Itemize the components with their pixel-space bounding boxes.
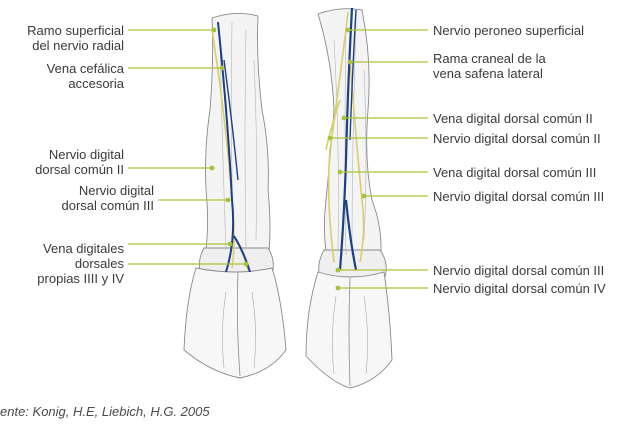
label-vein-III-line1: Vena digital dorsal común III xyxy=(433,165,597,180)
right-hoof-inner-right xyxy=(363,295,368,375)
label-nerve-II: Nervio digital dorsal común II xyxy=(433,131,601,146)
label-cephalic-vein: Vena cefálica accesoria xyxy=(47,61,124,91)
label-nerve-III-b: Nervio digital dorsal común III xyxy=(433,263,604,278)
right-hoof-inner-left xyxy=(332,295,337,375)
label-saphenous-branch-line1: Rama craneal de la xyxy=(433,51,546,66)
label-peroneal-nerve-line1: Nervio peroneo superficial xyxy=(433,23,585,38)
label-digital-veins-line3: propias IIII y IV xyxy=(37,271,124,286)
right-limb-illustration xyxy=(305,7,393,389)
label-nerve-III-line1: Nervio digital dorsal común III xyxy=(433,189,605,204)
left-vein-accessory xyxy=(223,59,239,181)
source-caption: ente: Konig, H.E, Liebich, H.G. 2005 xyxy=(0,404,210,419)
label-cephalic-vein-line2: accesoria xyxy=(68,76,124,91)
right-vein-secondary xyxy=(349,9,357,141)
right-hoof-cleft xyxy=(348,277,351,387)
label-digital-nerve-II-line1: Nervio digital xyxy=(48,147,124,162)
right-vein xyxy=(338,7,358,271)
label-digital-veins: Vena digitales dorsales propias IIII y I… xyxy=(37,241,124,286)
label-digital-veins-line1: Vena digitales xyxy=(43,241,124,256)
label-saphenous-branch-line2: vena safena lateral xyxy=(433,66,543,81)
label-digital-nerve-II-line2: dorsal común II xyxy=(35,162,124,177)
right-leader-dots xyxy=(327,27,367,291)
label-radial-nerve-line1: Ramo superficial xyxy=(27,23,124,38)
label-digital-nerve-III-line1: Nervio digital xyxy=(78,183,154,198)
label-saphenous-branch: Rama craneal de la vena safena lateral xyxy=(433,51,546,81)
label-vein-III: Vena digital dorsal común III xyxy=(433,165,596,180)
left-tendon-lines xyxy=(219,21,257,256)
label-cephalic-vein-line1: Vena cefálica xyxy=(46,61,124,76)
label-nerve-II-line1: Nervio digital dorsal común II xyxy=(433,131,601,146)
left-leader-dots xyxy=(209,27,249,267)
left-limb-shaft xyxy=(203,13,271,263)
label-digital-nerve-III: Nervio digital dorsal común III xyxy=(62,183,155,213)
label-nerve-III-b-line1: Nervio digital dorsal común III xyxy=(433,263,605,278)
label-vein-II-line1: Vena digital dorsal común II xyxy=(433,111,593,126)
label-digital-nerve-III-line2: dorsal común III xyxy=(61,198,155,213)
label-nerve-III: Nervio digital dorsal común III xyxy=(433,189,604,204)
left-hoof-inner-right xyxy=(251,291,256,369)
right-nerves xyxy=(325,11,365,263)
label-radial-nerve-line2: del nervio radial xyxy=(32,38,124,53)
left-hoof xyxy=(183,267,287,379)
label-digital-nerve-II: Nervio digital dorsal común II xyxy=(35,147,124,177)
label-nerve-IV: Nervio digital dorsal común IV xyxy=(433,281,606,296)
right-leader-lines xyxy=(330,29,428,289)
label-digital-veins-line2: dorsales xyxy=(74,256,124,271)
label-peroneal-nerve: Nervio peroneo superficial xyxy=(433,23,584,38)
left-leader-lines xyxy=(128,29,246,265)
left-hoof-inner-left xyxy=(222,291,227,369)
label-radial-nerve: Ramo superficial del nervio radial xyxy=(27,23,124,53)
label-nerve-IV-line1: Nervio digital dorsal común IV xyxy=(433,281,606,296)
label-vein-II: Vena digital dorsal común II xyxy=(433,111,593,126)
left-hoof-cleft xyxy=(236,271,241,377)
right-tendon-lines xyxy=(333,19,367,256)
